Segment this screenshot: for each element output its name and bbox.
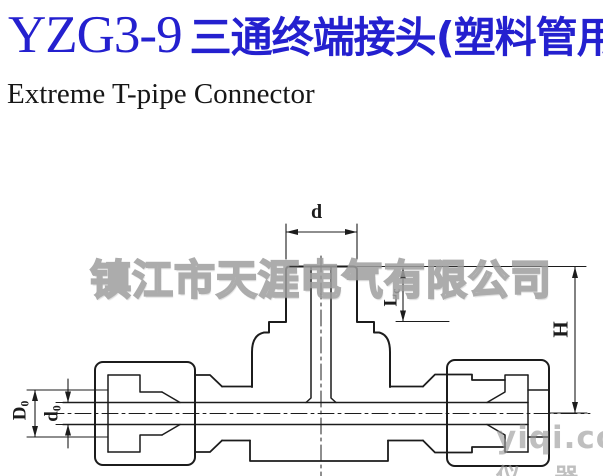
subtitle-english: Extreme T-pipe Connector [7,78,315,110]
centerlines [47,255,591,476]
company-watermark: 镇江市天涯电气有限公司 [89,255,552,305]
dim-label-h: H [548,321,573,338]
site-watermark: yiqi.com 仪 器 网 [496,420,603,476]
left-nut [94,361,196,466]
body-outline [194,373,506,462]
model-code: YZG3-9 [8,6,183,64]
internal-details [107,266,550,453]
dim-label-d0-outer: D0 [9,400,32,421]
dimension-arrows [32,229,578,437]
title-chinese: 三通终端接头(塑料管用) [189,13,603,62]
pipe-lines [62,401,529,426]
site-watermark-domain: yiqi.com [496,420,603,456]
dim-label-d: d [311,201,323,223]
dim-label-d0-inner: d0 [41,405,64,422]
site-watermark-name: 仪 器 网 [496,457,603,476]
branch-outline [251,265,391,388]
